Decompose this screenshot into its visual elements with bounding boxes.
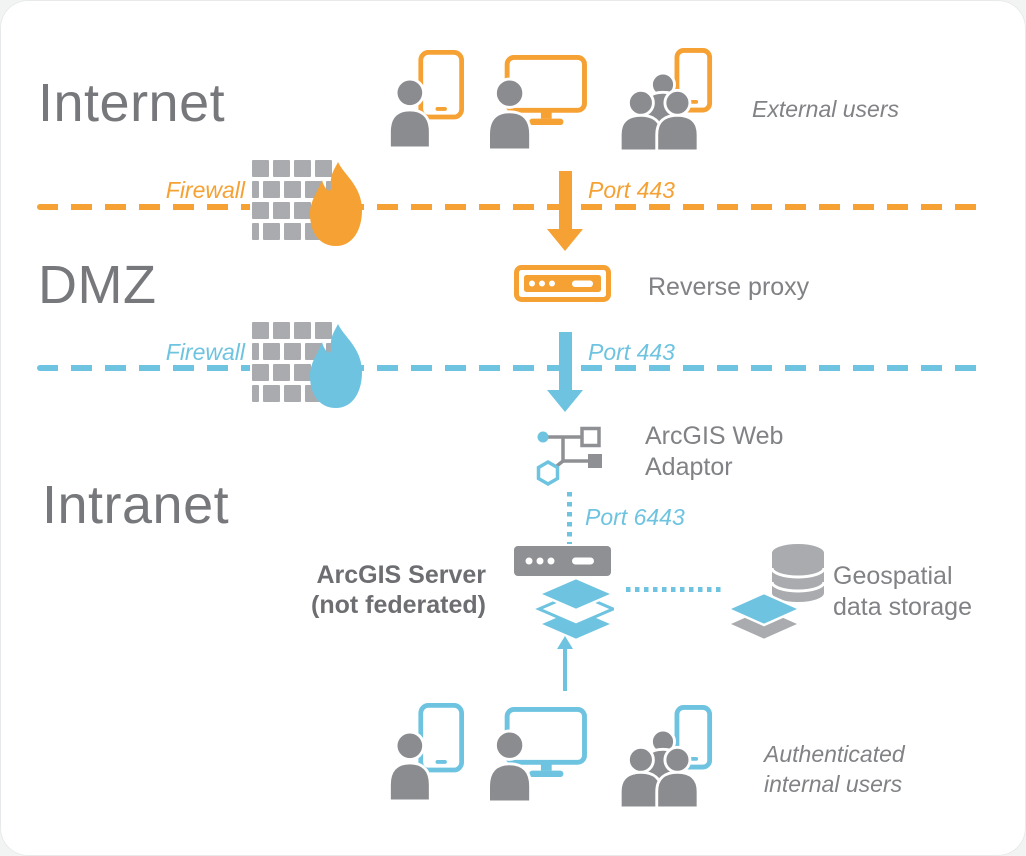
geospatial-storage-label: Geospatial data storage (833, 562, 972, 621)
reverse-proxy-icon (514, 265, 611, 302)
dmz-intranet-boundary-line (37, 365, 989, 371)
port-6443-link-line (567, 492, 572, 544)
reverse-proxy-label: Reverse proxy (648, 273, 810, 301)
arrow-head (547, 229, 583, 251)
external-user-tablet-icon (388, 50, 464, 147)
port-443-label-dmz: Port 443 (588, 339, 675, 365)
zone-label-internet: Internet (38, 73, 226, 133)
internal-users-arrow (557, 636, 573, 691)
firewall-internet-icon (250, 158, 362, 246)
arcgis-server-icon (514, 546, 614, 642)
arrow-head (547, 390, 583, 412)
port-6443-label: Port 6443 (585, 504, 685, 530)
arcgis-server-label-line2: (not federated) (311, 590, 486, 619)
external-users-group-icon (613, 48, 713, 150)
internal-user-tablet-icon (388, 703, 464, 800)
port-443-label-internet: Port 443 (588, 177, 675, 203)
server-storage-link-line (626, 587, 722, 592)
external-users-label: External users (752, 96, 900, 122)
internal-users-group-icon (613, 705, 713, 807)
arrow-shaft (563, 649, 567, 691)
geospatial-storage-icon (728, 542, 826, 642)
internal-user-desktop-icon (487, 707, 587, 801)
arcgis-server-label: ArcGIS Server (not federated) (298, 561, 486, 620)
zone-label-dmz: DMZ (38, 255, 157, 315)
internal-users-label: Authenticated internal users (764, 741, 905, 797)
arcgis-web-adaptor-icon (535, 426, 604, 486)
arrow-shaft (558, 332, 572, 390)
arrow-shaft (558, 171, 572, 229)
arcgis-server-label-line1: ArcGIS Server (316, 561, 486, 589)
internet-dmz-boundary-line (37, 204, 989, 210)
external-user-desktop-icon (487, 55, 587, 149)
firewall-internet-label: Firewall (165, 177, 245, 203)
firewall-dmz-label: Firewall (165, 339, 245, 365)
arcgis-web-adaptor-label: ArcGIS Web Adaptor (645, 422, 784, 481)
zone-label-intranet: Intranet (42, 475, 230, 535)
firewall-dmz-icon (250, 320, 362, 408)
port-443-arrow-internet (547, 171, 583, 251)
port-443-arrow-dmz (547, 332, 583, 412)
arrow-head (557, 636, 573, 649)
